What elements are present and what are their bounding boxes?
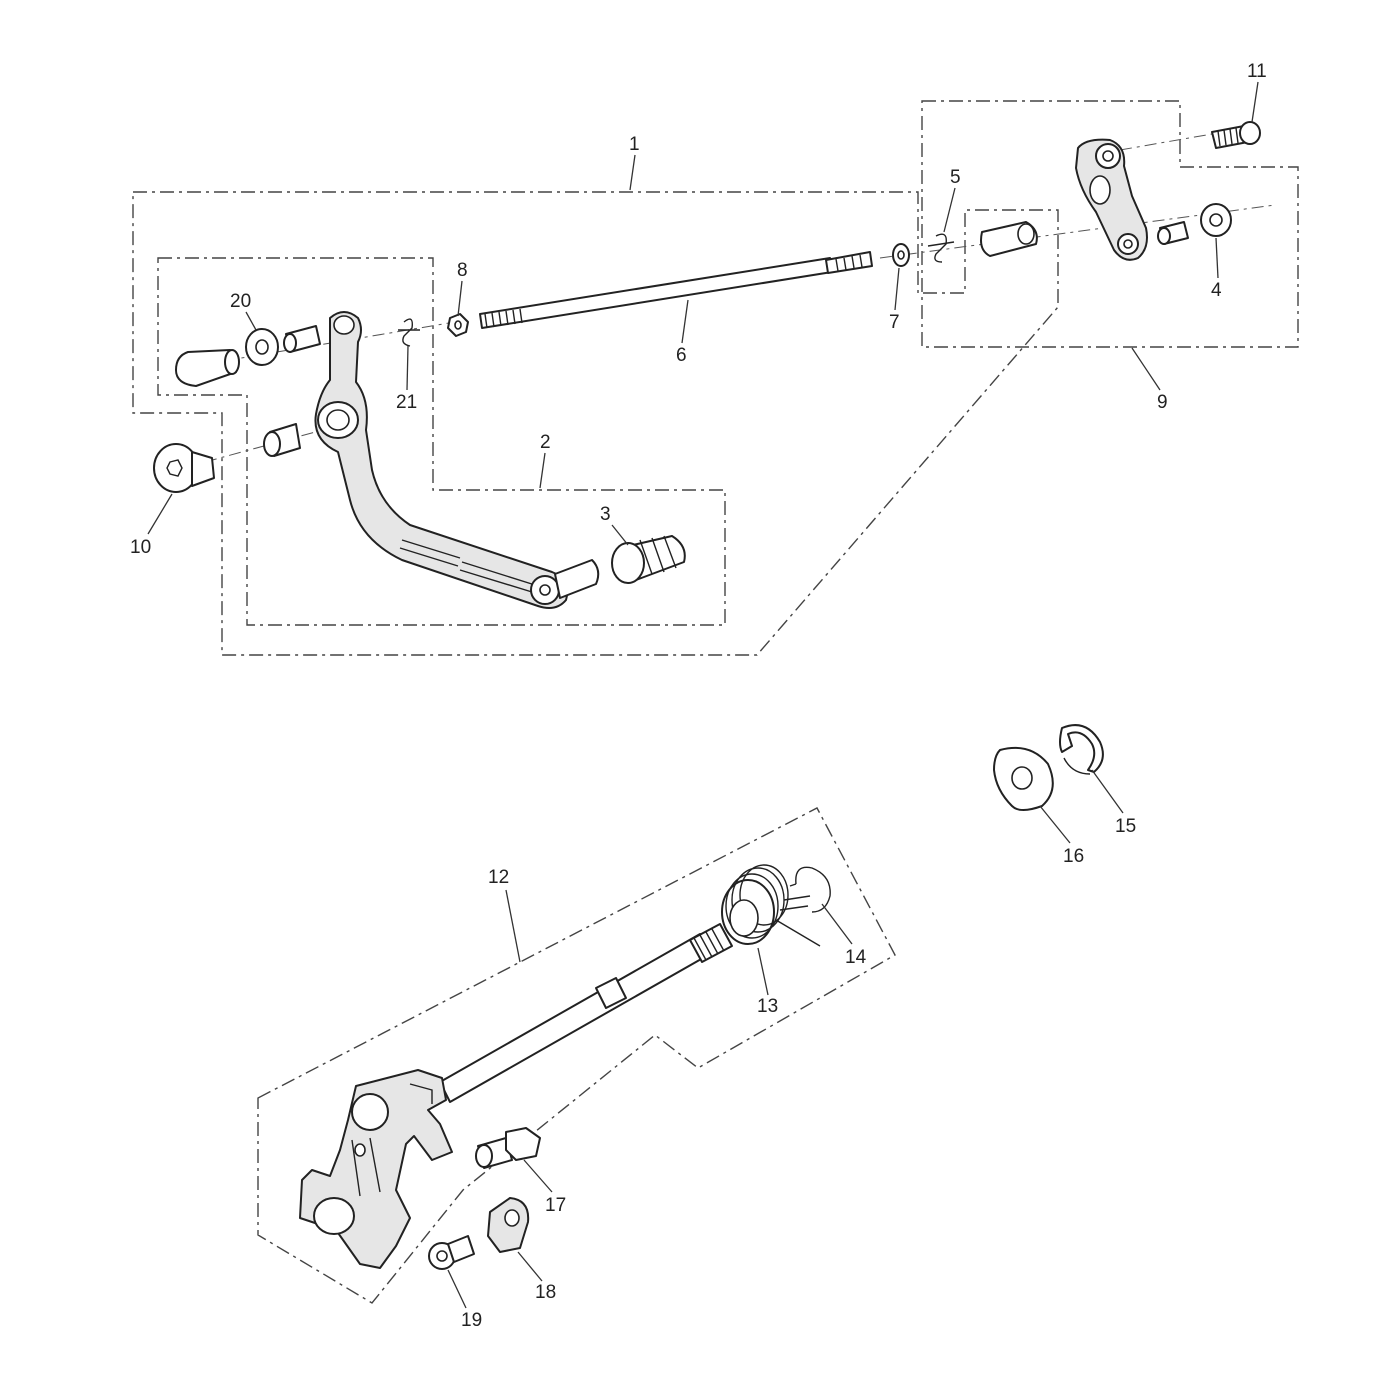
callout-labels: 1 2 3 4 5 6 7 8 9 10 11 12 13 14 15 16 1… (130, 61, 1267, 1331)
group-outlines (132, 100, 1299, 1304)
washer-part-4 (1200, 203, 1232, 237)
callout-11: 11 (1247, 61, 1267, 82)
pedal-bush (263, 423, 301, 457)
spacer-stud (283, 325, 321, 353)
group-2-outline (157, 257, 726, 626)
callout-8: 8 (457, 260, 468, 281)
callout-12: 12 (488, 867, 509, 888)
pedal-rubber-part-3 (611, 535, 686, 584)
callout-1: 1 (629, 134, 640, 155)
detent-plate-part-18 (487, 1197, 530, 1253)
callout-7: 7 (889, 312, 900, 333)
bolt-part-19 (428, 1235, 475, 1270)
callout-2: 2 (540, 432, 551, 453)
callout-16: 16 (1063, 846, 1084, 867)
callout-13: 13 (757, 996, 778, 1017)
linkage-arm-part-9 (1075, 138, 1148, 261)
pivot-bush (175, 349, 240, 387)
group-12-outline (257, 807, 896, 1304)
nut-part-8 (447, 313, 469, 337)
pivot-bolt-part-10 (153, 443, 215, 493)
callout-19: 19 (461, 1310, 482, 1331)
group-1-outline (132, 191, 1059, 656)
return-spring-part-13 (721, 864, 821, 947)
callout-5: 5 (950, 167, 961, 188)
stop-bolt-part-17 (475, 1127, 541, 1169)
callout-9: 9 (1157, 392, 1168, 413)
callout-21: 21 (396, 392, 417, 413)
leader-lines (147, 81, 1259, 1309)
callout-15: 15 (1115, 816, 1136, 837)
callout-17: 17 (545, 1195, 566, 1216)
callout-6: 6 (676, 345, 687, 366)
bolt-part-11 (1211, 121, 1261, 149)
selector-shaft-part-12 (299, 923, 733, 1269)
spring-clip-part-5 (927, 233, 955, 263)
callout-10: 10 (130, 537, 151, 558)
callout-20: 20 (230, 291, 251, 312)
washer-part-20 (245, 328, 279, 366)
circlip-part-14 (789, 866, 831, 913)
gear-change-rod-part-6 (479, 251, 873, 329)
group-9-outline (921, 100, 1299, 348)
callout-4: 4 (1211, 280, 1222, 301)
circlip-part-15 (1059, 724, 1104, 775)
callout-14: 14 (845, 947, 867, 968)
nut-part-7 (892, 243, 910, 267)
rod-end-bush (980, 221, 1038, 257)
callout-3: 3 (600, 504, 611, 525)
gear-change-pedal-part-2 (314, 311, 600, 609)
spring-clip-part-21 (398, 318, 420, 347)
stud (1157, 221, 1189, 245)
callout-18: 18 (535, 1282, 556, 1303)
washer-part-16 (993, 746, 1054, 811)
